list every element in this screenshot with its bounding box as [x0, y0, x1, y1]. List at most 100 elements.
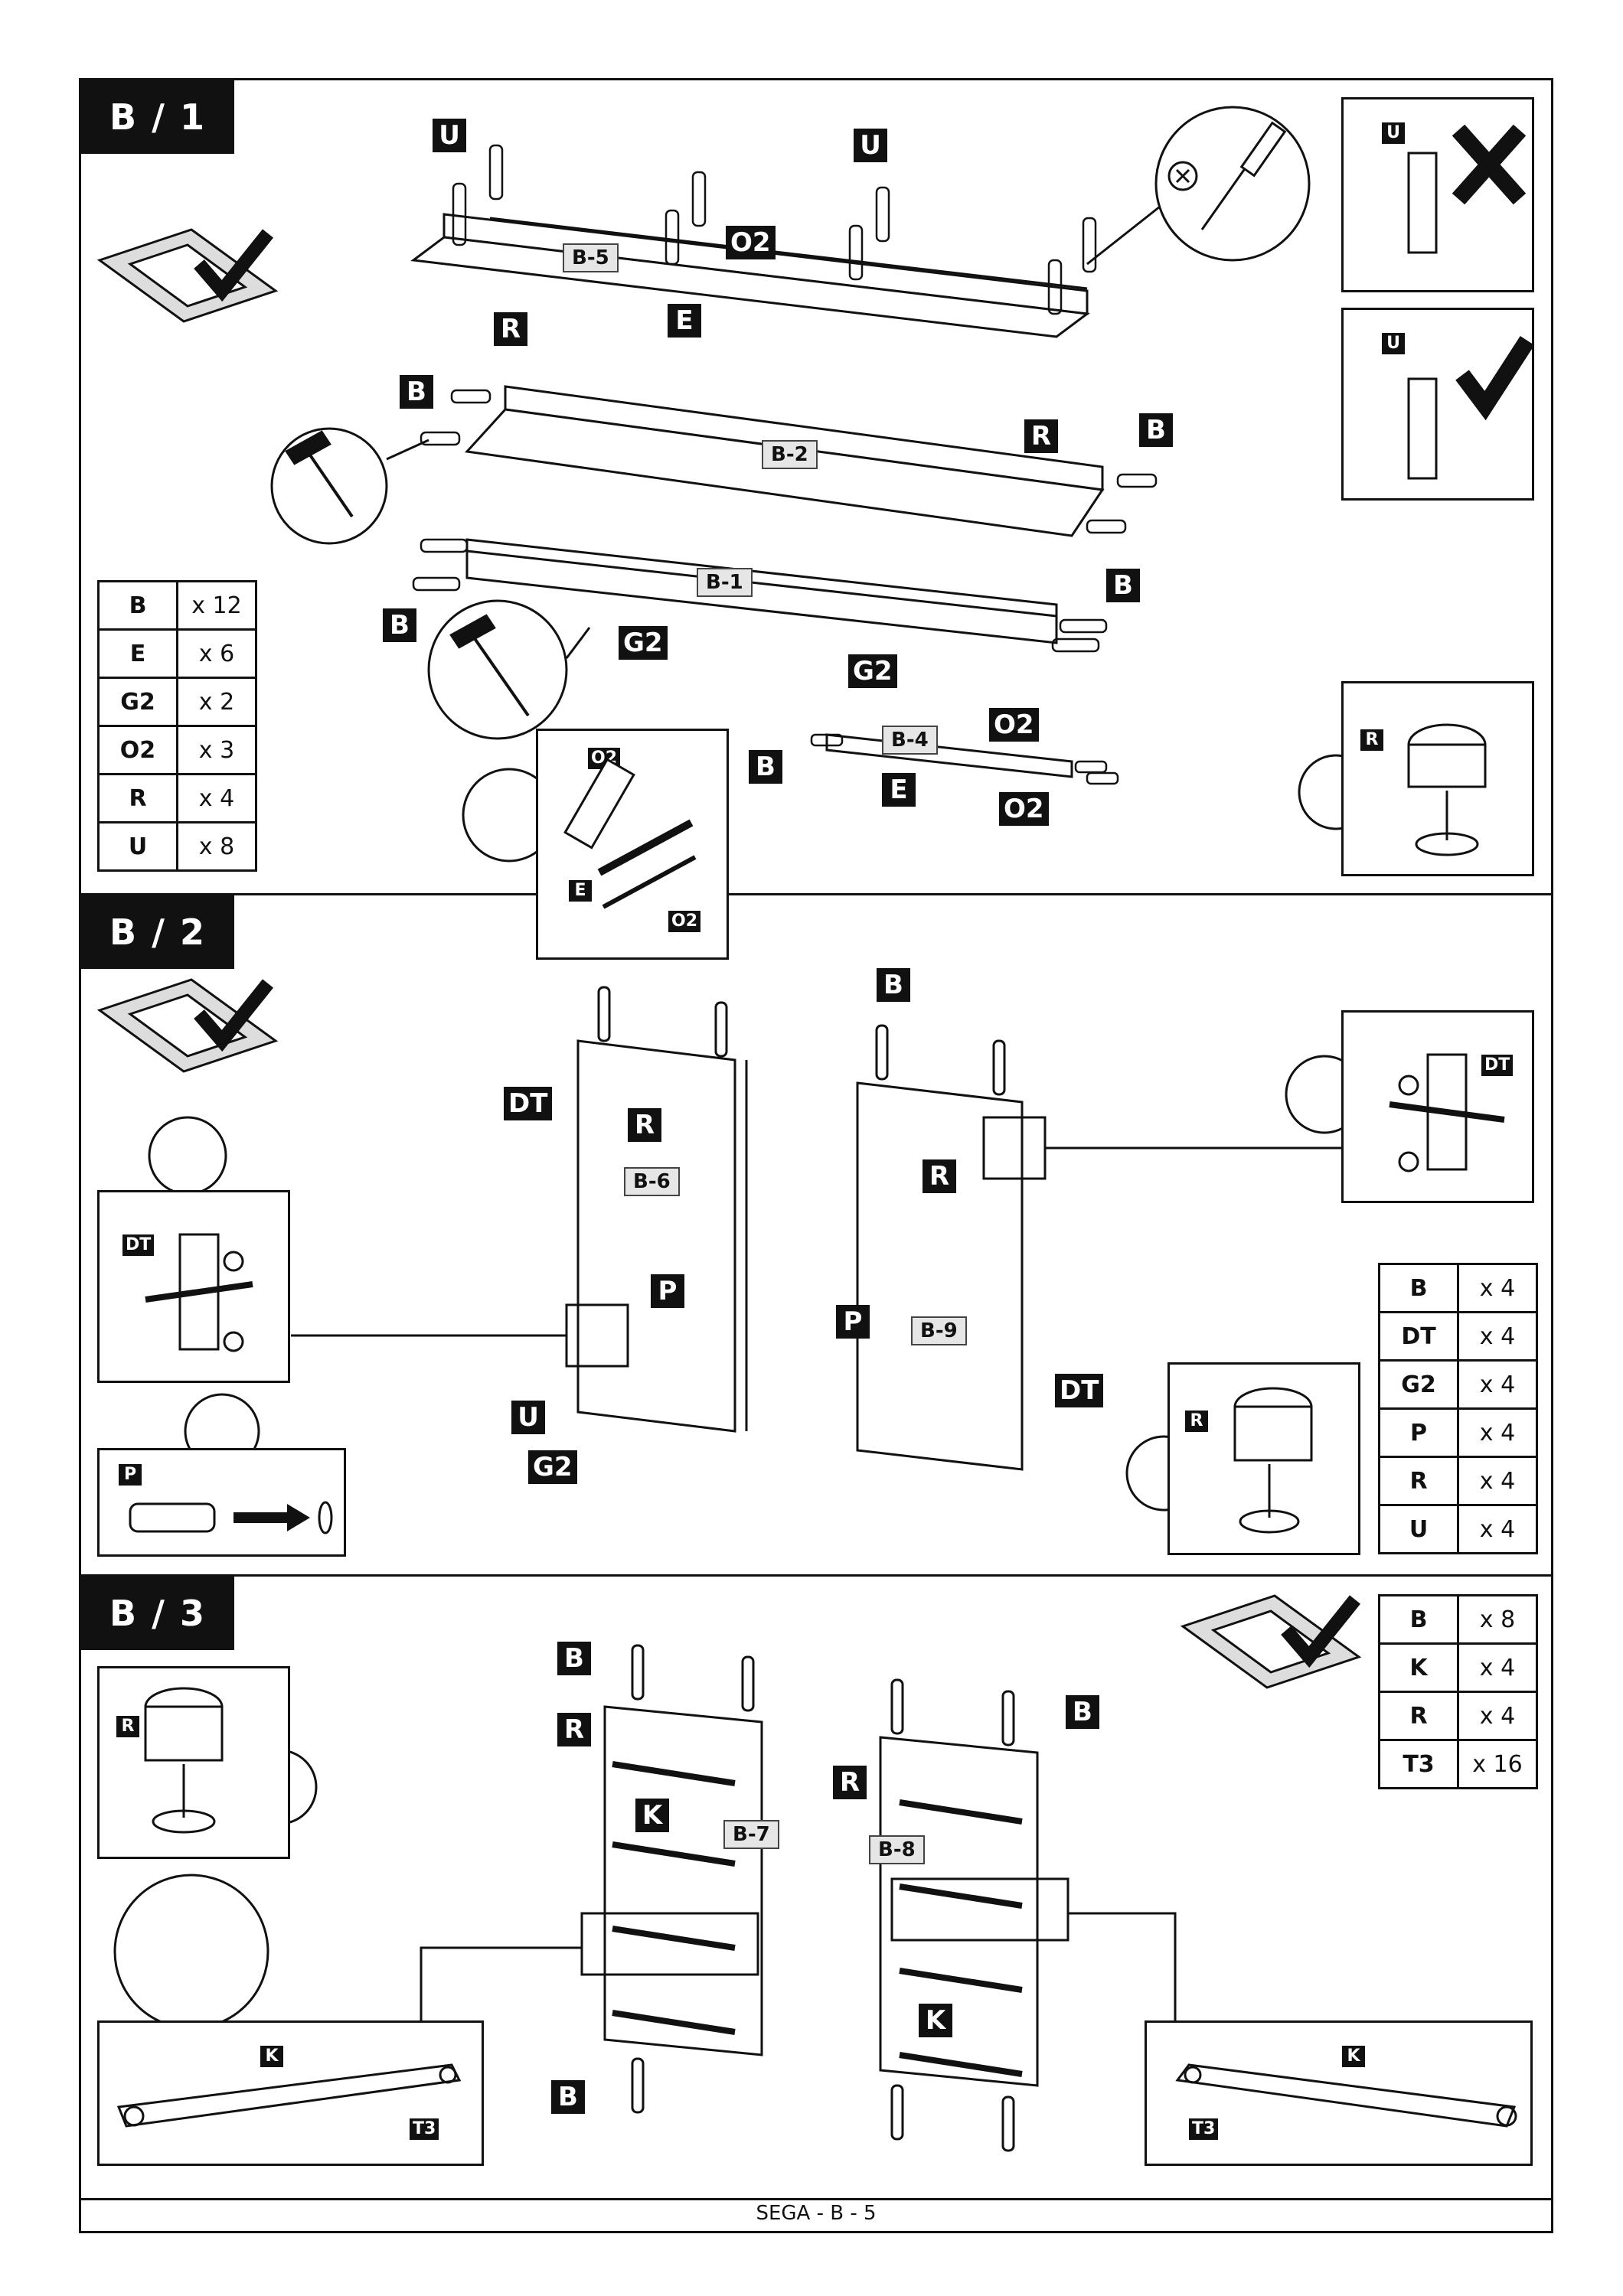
part-tag-b: B: [557, 1642, 591, 1675]
bracket-icon: [1389, 1053, 1505, 1172]
part-tag-e: E: [569, 880, 592, 902]
panel-label-b1: B-1: [697, 568, 753, 597]
part-tag-u: U: [854, 129, 887, 162]
part-qty: x 3: [176, 725, 257, 775]
panel-label-b7: B-7: [723, 1820, 779, 1849]
part-tag-r: R: [1360, 729, 1383, 751]
detail-box-k-right: K T3: [1145, 2020, 1533, 2166]
part-tag-k: K: [1342, 2046, 1365, 2067]
page-footer: SEGA - B - 5: [756, 2202, 877, 2225]
rail-icon: [1175, 2063, 1517, 2128]
section-title: B / 2: [81, 895, 234, 969]
part-tag-b: B: [1139, 413, 1173, 447]
part-code: O2: [97, 725, 178, 775]
part-qty: x 4: [1457, 1456, 1538, 1506]
part-tag-o2: O2: [726, 226, 776, 259]
part-tag-p: P: [119, 1464, 142, 1486]
detail-box-r-cam-b3: R: [97, 1666, 290, 1859]
part-code: T3: [1378, 1739, 1459, 1789]
detail-box-o2-e: O2 E O2: [536, 729, 729, 960]
part-tag-o2: O2: [989, 708, 1039, 742]
board-b8-drawing: [879, 1678, 1177, 2152]
part-code: R: [97, 773, 178, 823]
part-tag-b: B: [1066, 1695, 1099, 1729]
part-tag-e: E: [882, 773, 916, 807]
connector-icon: [563, 758, 697, 909]
part-code: B: [97, 580, 178, 631]
part-code: B: [1378, 1594, 1459, 1645]
part-code: R: [1378, 1456, 1459, 1506]
detail-box-dt-right: DT: [1341, 1010, 1534, 1203]
hammer-icon: [285, 430, 530, 717]
cross-icon: [1407, 124, 1527, 254]
part-qty: x 12: [176, 580, 257, 631]
bracket-icon: [145, 1233, 253, 1352]
rail-icon: [116, 2063, 462, 2128]
screwdriver-icon: [1167, 121, 1287, 230]
detail-box-u-wrong: U: [1341, 97, 1534, 292]
part-tag-u: U: [511, 1401, 545, 1434]
instruction-page: B / 1 B / 2 B / 3 SEGA - B - 5: [79, 78, 1553, 2233]
board-b2-drawing: [464, 385, 1105, 537]
part-tag-p: P: [651, 1274, 684, 1308]
board-b1-drawing: [465, 538, 1058, 644]
part-tag-g2: G2: [619, 626, 668, 660]
panel-label-b8: B-8: [869, 1835, 925, 1864]
part-code: U: [97, 821, 178, 872]
part-qty: x 2: [176, 677, 257, 727]
detail-box-r-cam-b2: R: [1167, 1362, 1360, 1555]
part-tag-u: U: [433, 119, 466, 152]
part-qty: x 4: [1457, 1504, 1538, 1554]
cam-lock-icon: [1233, 1387, 1313, 1534]
part-tag-u: U: [1382, 122, 1405, 144]
part-code: K: [1378, 1642, 1459, 1693]
part-tag-r: R: [628, 1108, 661, 1142]
section-title: B / 3: [81, 1577, 234, 1650]
section-title: B / 1: [81, 80, 234, 154]
board-b6-drawing: [576, 986, 748, 1433]
part-code: P: [1378, 1407, 1459, 1458]
part-tag-b: B: [383, 608, 416, 642]
part-qty: x 16: [1457, 1739, 1538, 1789]
part-tag-k: K: [919, 2004, 952, 2037]
part-tag-dt: DT: [1481, 1055, 1514, 1076]
part-tag-r: R: [494, 312, 527, 346]
panel-label-b6: B-6: [624, 1167, 680, 1196]
section-b3: B / 3: [81, 1577, 1551, 2200]
part-code: G2: [97, 677, 178, 727]
section-b2: B / 2: [81, 895, 1551, 1577]
part-tag-b: B: [551, 2080, 585, 2114]
detail-box-dt-left: DT: [97, 1190, 290, 1383]
part-tag-u: U: [1382, 333, 1405, 354]
cam-lock-icon: [144, 1687, 224, 1834]
part-tag-k: K: [635, 1799, 669, 1832]
part-tag-t3: T3: [410, 2118, 439, 2140]
arrow-icon: [129, 1501, 333, 1534]
part-tag-p: P: [836, 1305, 870, 1339]
part-qty: x 4: [1457, 1263, 1538, 1313]
part-qty: x 4: [1457, 1691, 1538, 1741]
part-tag-dt: DT: [504, 1087, 553, 1120]
part-code: G2: [1378, 1359, 1459, 1410]
panel-label-b5: B-5: [563, 243, 619, 272]
part-qty: x 4: [1457, 1359, 1538, 1410]
detail-box-r-cam: R: [1341, 681, 1534, 876]
part-qty: x 8: [176, 821, 257, 872]
part-code: U: [1378, 1504, 1459, 1554]
part-qty: x 4: [1457, 1311, 1538, 1362]
part-tag-b: B: [749, 750, 782, 784]
part-tag-t3: T3: [1189, 2118, 1219, 2140]
